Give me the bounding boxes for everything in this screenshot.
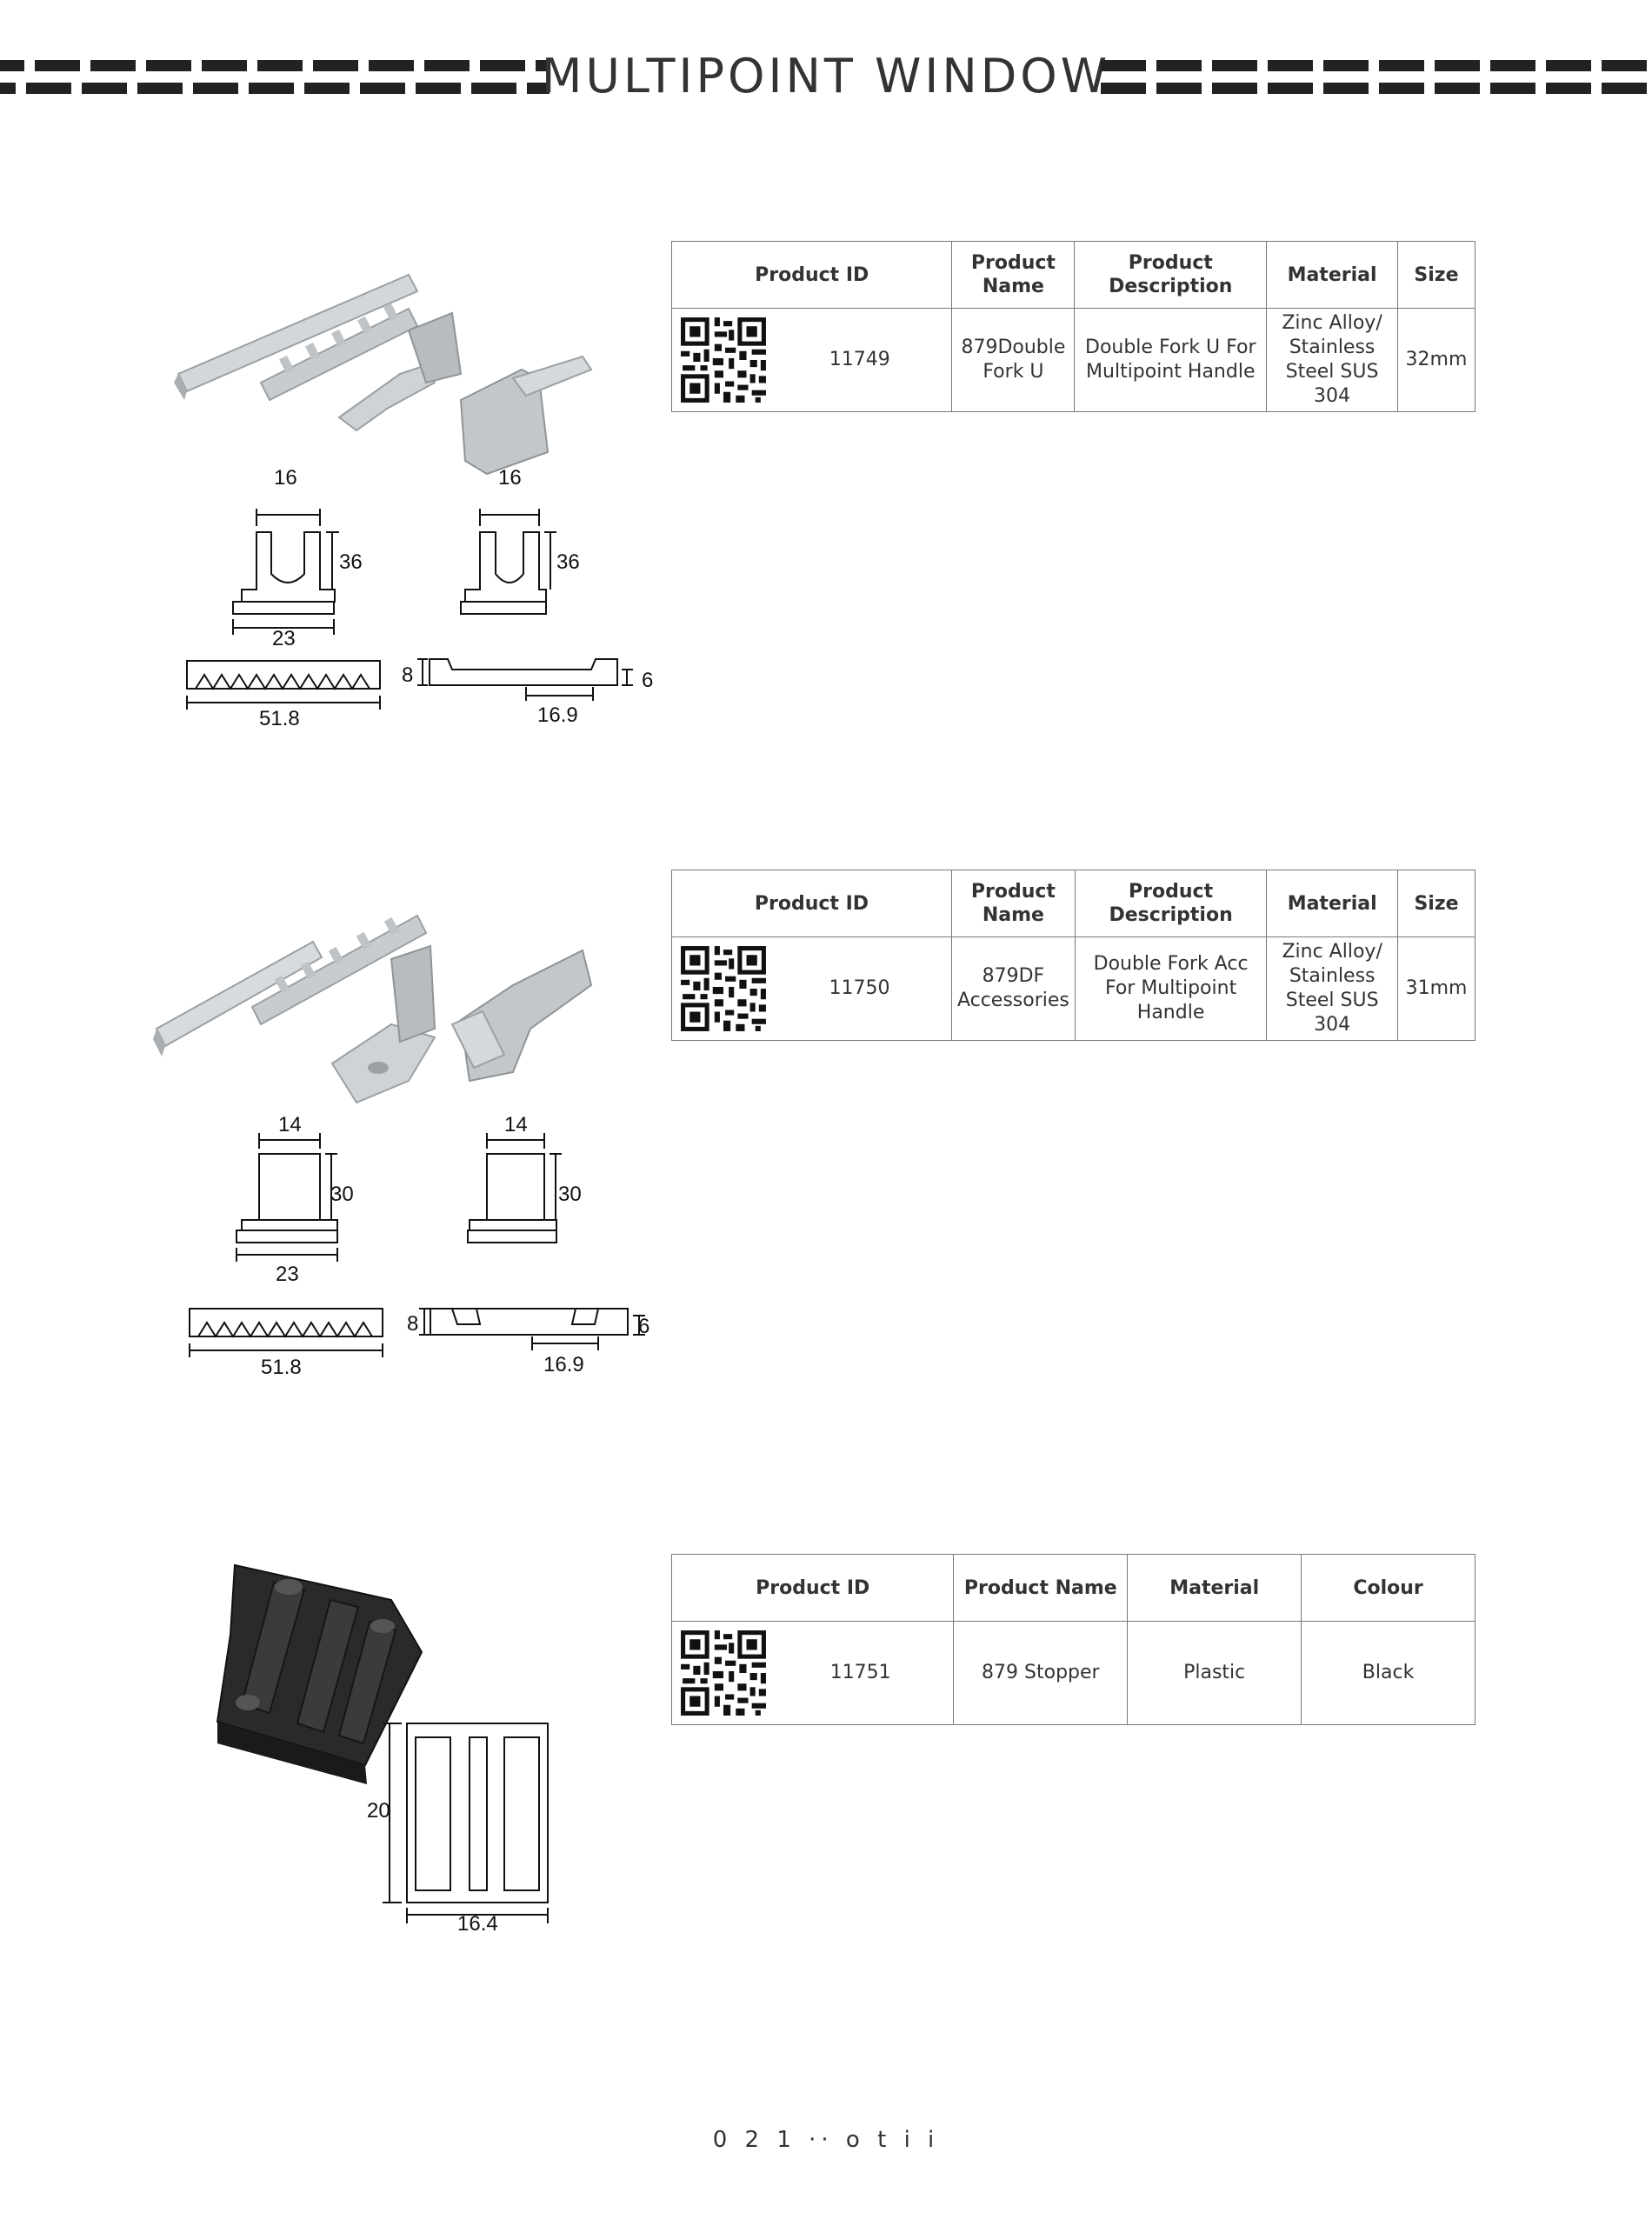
product-photo [153,914,593,1104]
dim-label: 8 [402,663,413,687]
col-header: Product ID [670,241,953,309]
product-size: 32mm [1396,308,1476,412]
dim-label: 23 [272,627,296,650]
header-dashes-left [0,55,550,100]
product-colour: Black [1301,1621,1475,1725]
product-id: 11749 [829,349,890,370]
page-title: MULTIPOINT WINDOW [541,49,1111,103]
table-row: 11749 879Double Fork U Double Fork U For… [670,308,1476,412]
col-header: Material [1266,870,1399,937]
header-dashes-right [1101,55,1652,100]
dim-label: 51.8 [259,707,300,730]
dim-label: 16 [498,466,522,490]
dimension-drawing [383,1723,549,1923]
spec-table: Product ID Product Name Material Colour … [670,1554,1475,1725]
spec-table: Product ID Product Name Product Descript… [670,241,1476,412]
col-header: Product Description [1074,870,1268,937]
dim-label: 23 [276,1263,299,1286]
dim-label: 20 [367,1799,390,1823]
col-header: Colour [1301,1554,1475,1622]
table-row: 11750 879DF Accessories Double Fork Acc … [671,936,1475,1041]
dimension-labels: 14 30 14 30 23 51.8 8 6 16.9 [261,1113,649,1379]
dim-label: 6 [642,669,653,692]
product-material: Plastic [1127,1621,1302,1725]
product-id: 11751 [829,1662,891,1683]
dim-label: 36 [339,550,363,574]
product-photo [216,1563,423,1784]
qr-code-icon[interactable] [679,944,768,1033]
dim-label: 30 [558,1183,582,1206]
col-header: Size [1397,870,1475,937]
dim-label: 14 [504,1113,528,1136]
product-material: Zinc Alloy/ Stainless Steel SUS 304 [1266,936,1399,1041]
product-drawing-stopper: 20 16.4 [216,1563,549,1936]
table-row: 11751 879 Stopper Plastic Black [670,1621,1475,1725]
product-id-cell: 11750 [671,936,952,1041]
product-drawing-fork-accessories: 14 30 14 30 23 51.8 8 6 16.9 [153,914,649,1379]
dim-label: 14 [278,1113,302,1136]
qr-code-icon[interactable] [679,1629,768,1717]
col-header: Product Name [950,870,1076,937]
dim-label: 36 [556,550,580,574]
product-material: Zinc Alloy/ Stainless Steel SUS 304 [1266,308,1398,412]
col-header: Product ID [671,870,952,937]
dim-label: 16 [274,466,297,490]
product-drawing-fork-u: 16 36 16 36 23 51.8 8 6 16.9 [174,273,653,730]
dimension-labels: 16 36 16 36 23 51.8 8 6 16.9 [259,466,653,730]
product-photo [174,273,593,476]
product-id-cell: 11749 [670,308,953,412]
product-description: Double Fork U For Multipoint Handle [1074,308,1268,412]
page-number: 0 2 1 ·· o t i i [712,2127,940,2153]
dim-label: 16.9 [543,1353,584,1376]
dim-label: 30 [330,1183,354,1206]
qr-code-icon[interactable] [679,316,768,404]
col-header: Material [1266,241,1398,309]
col-header: Product Name [953,1554,1129,1622]
col-header: Product ID [670,1554,955,1622]
dim-label: 16.9 [537,703,578,727]
spec-table: Product ID Product Name Product Descript… [671,870,1475,1041]
product-size: 31mm [1397,936,1475,1041]
col-header: Product Name [951,241,1076,309]
product-name: 879Double Fork U [951,308,1076,412]
dim-label: 51.8 [261,1356,302,1379]
product-id-cell: 11751 [670,1621,955,1725]
product-name: 879DF Accessories [950,936,1076,1041]
dimension-drawing [186,509,633,710]
dim-label: 6 [638,1315,649,1338]
dim-label: 16.4 [457,1912,498,1936]
product-description: Double Fork Acc For Multipoint Handle [1074,936,1268,1041]
dimension-labels: 20 16.4 [367,1799,498,1936]
dim-label: 8 [407,1312,418,1336]
product-name: 879 Stopper [953,1621,1129,1725]
page-header: MULTIPOINT WINDOW [0,39,1652,117]
col-header: Product Description [1074,241,1268,309]
dimension-drawing [189,1133,645,1357]
col-header: Size [1396,241,1476,309]
product-id: 11750 [829,977,890,999]
col-header: Material [1127,1554,1302,1622]
